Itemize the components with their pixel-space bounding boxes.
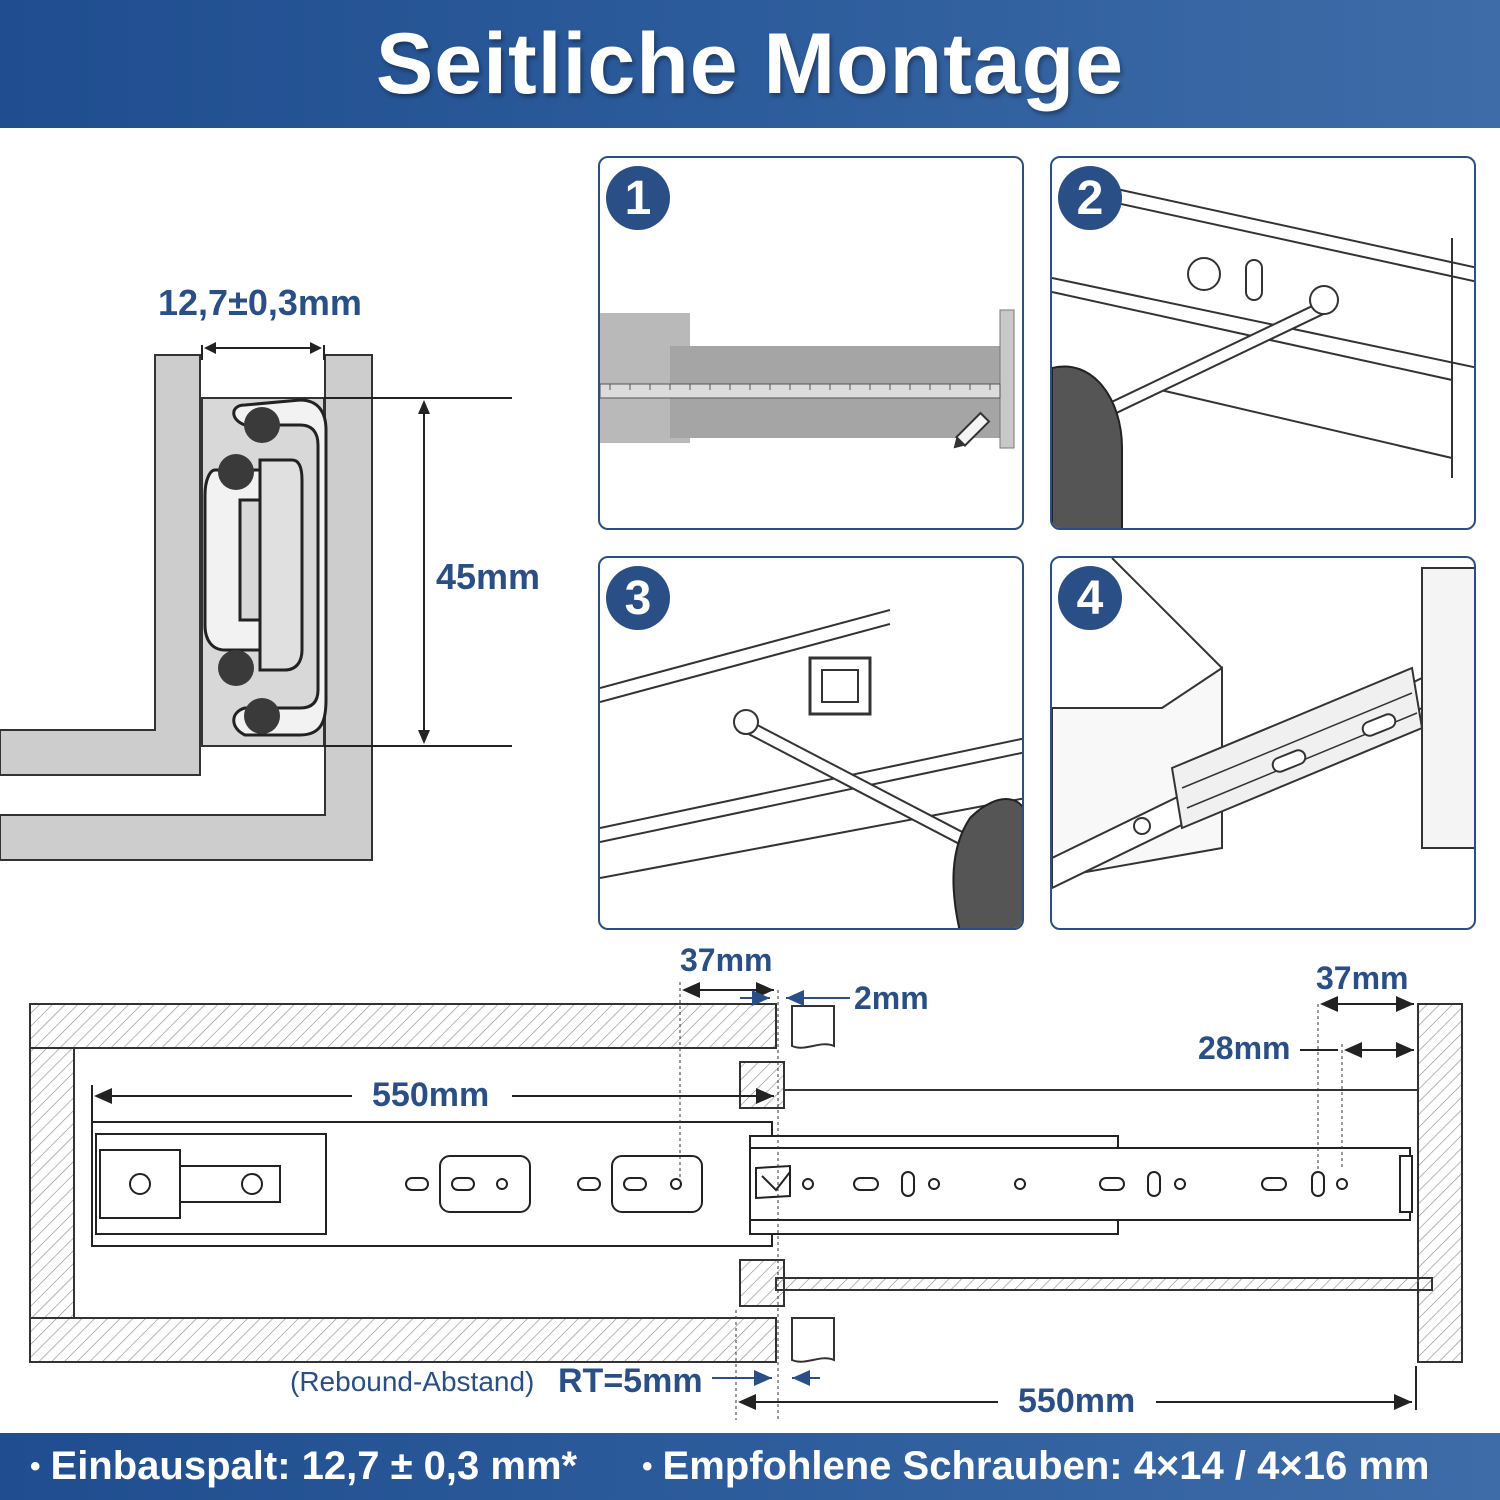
footer-item-screws: • Empfohlene Schrauben: 4×14 / 4×16 mm xyxy=(642,1433,1429,1500)
ball-bearing xyxy=(218,650,254,686)
dim-rebound-value: RT=5mm xyxy=(558,1362,703,1400)
footer-banner: • Einbauspalt: 12,7 ± 0,3 mm* • Empfohle… xyxy=(0,1433,1500,1500)
cabinet-bottom-wall xyxy=(29,1317,777,1363)
installation-top-view xyxy=(29,982,1463,1420)
step-panel-3: 3 xyxy=(598,556,1024,930)
screw-icon xyxy=(1133,817,1151,835)
step-panel-4: 4 xyxy=(1050,556,1476,930)
footer-gap-text: Einbauspalt: 12,7 ± 0,3 mm* xyxy=(50,1444,578,1488)
drawer-wall xyxy=(0,354,373,861)
cabinet-back-wall xyxy=(29,1047,75,1319)
bullet-icon: • xyxy=(30,1449,41,1483)
page-title: Seitliche Montage xyxy=(375,15,1125,112)
bullet-icon: • xyxy=(642,1449,653,1483)
dim-rail-length: 550mm xyxy=(372,1076,490,1114)
dim-right-hole: 28mm xyxy=(1198,1030,1291,1066)
dim-gap: 2mm xyxy=(854,980,929,1016)
step-number-4: 4 xyxy=(1058,566,1122,630)
rail-cross-section xyxy=(0,342,512,861)
cabinet-wall xyxy=(0,354,201,776)
step-number-3: 3 xyxy=(606,566,670,630)
dim-top-offset: 37mm xyxy=(680,942,773,978)
footer-item-gap: • Einbauspalt: 12,7 ± 0,3 mm* xyxy=(30,1433,577,1500)
ball-bearing xyxy=(218,454,254,490)
ball-bearing xyxy=(244,407,280,443)
dim-rebound-prefix: (Rebound-Abstand) xyxy=(290,1366,535,1397)
header-banner: Seitliche Montage xyxy=(0,0,1500,128)
step-number-1: 1 xyxy=(606,166,670,230)
dim-right-offset: 37mm xyxy=(1316,960,1409,996)
step-panel-1: 1 xyxy=(598,156,1024,530)
cabinet-top-wall xyxy=(29,1003,777,1049)
pencil-icon xyxy=(953,411,991,449)
dim-cabinet-depth: 550mm xyxy=(1018,1382,1136,1420)
step-number-2: 2 xyxy=(1058,166,1122,230)
ball-bearing xyxy=(244,698,280,734)
screw-icon xyxy=(1309,285,1339,315)
screw-icon xyxy=(733,709,759,735)
footer-screws-text: Empfohlene Schrauben: 4×14 / 4×16 mm xyxy=(662,1444,1430,1488)
gap-width-label: 12,7±0,3mm xyxy=(158,282,362,323)
rail-profile xyxy=(232,398,328,737)
cabinet-right-wall xyxy=(1417,1003,1463,1363)
rail-height-label: 45mm xyxy=(436,556,541,597)
step-panel-2: 2 xyxy=(1050,156,1476,530)
